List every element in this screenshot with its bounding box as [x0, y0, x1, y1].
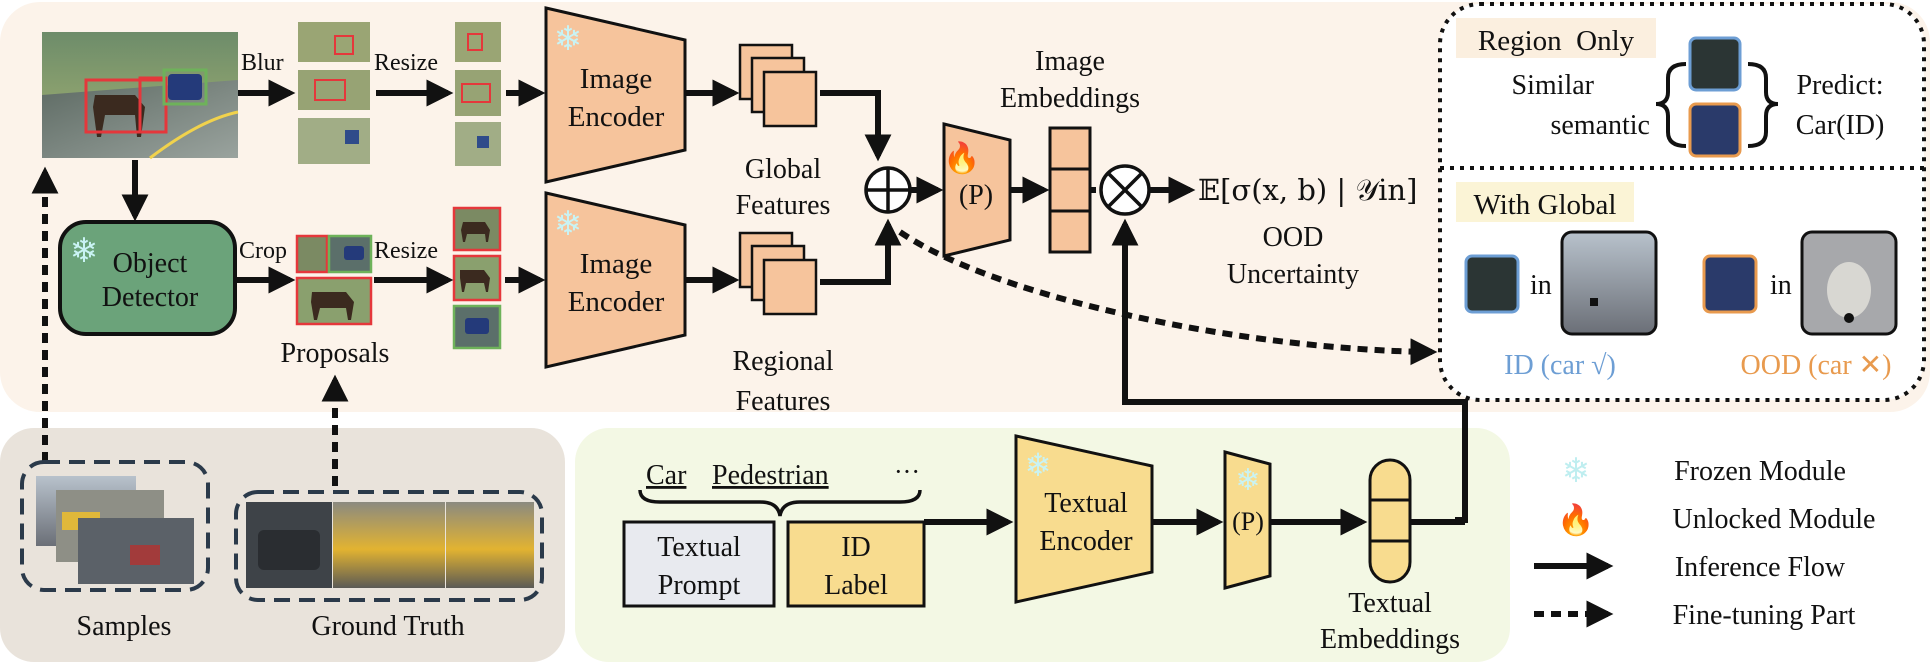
image-projector: 🔥 (P): [942, 122, 1012, 258]
object-detector-line2: Detector: [102, 282, 199, 313]
expectation-formula: 𝔼[σ(x, b) | 𝒴in]: [1198, 173, 1417, 207]
proposals-label: Proposals: [281, 338, 390, 369]
textual-prompt-line1: Textual: [657, 532, 741, 563]
similar-semantic-line1: Similar: [1512, 70, 1595, 101]
samples-group: [20, 460, 210, 592]
textual-encoder: ❄ Textual Encoder: [1014, 434, 1154, 604]
snowflake-icon: ❄: [70, 233, 99, 270]
finetune-arrows: [31, 166, 1438, 486]
blurred-images: [298, 22, 370, 164]
similar-semantic-line2: semantic: [1550, 110, 1650, 141]
resize-label-bottom: Resize: [374, 238, 438, 264]
class-names: Car Pedestrian ···: [638, 457, 922, 517]
image-embeddings-line1: Image: [1035, 46, 1105, 77]
text-projector-label: (P): [1232, 507, 1264, 536]
proposals-images: [295, 234, 373, 326]
textual-encoder-line1: Textual: [1044, 488, 1128, 519]
ood-caption: OOD (car ✕): [1741, 350, 1892, 381]
image-embeddings-line2: Embeddings: [1000, 83, 1140, 114]
global-features-line1: Global: [745, 154, 821, 185]
image-encoder-top-line2: Encoder: [568, 101, 665, 133]
resized-blurred-images: [455, 22, 501, 166]
id-label-box: ID Label: [786, 520, 926, 608]
in-label-1: in: [1530, 270, 1552, 301]
legend-inference: Inference Flow: [1675, 552, 1846, 583]
regional-features-line2: Features: [736, 386, 831, 417]
id-label-line2: Label: [824, 570, 888, 601]
textual-prompt-box: Textual Prompt: [622, 520, 776, 608]
textual-encoder-line2: Encoder: [1039, 526, 1133, 557]
regional-features-line1: Regional: [732, 346, 833, 377]
snowflake-icon: ❄: [554, 21, 583, 58]
object-detector-line1: Object: [113, 248, 188, 279]
id-label-line1: ID: [841, 532, 871, 563]
snowflake-icon: ❄: [1025, 447, 1052, 483]
legend-finetune: Fine-tuning Part: [1673, 600, 1856, 631]
textual-embeddings-line2: Embeddings: [1320, 624, 1460, 655]
snowflake-icon: ❄: [1235, 464, 1260, 497]
textual-embedding-vector: [1368, 458, 1412, 584]
region-only-title: Region Only: [1478, 25, 1635, 57]
image-embedding-vector: [1048, 126, 1092, 254]
ood-uncertainty-line2: Uncertainty: [1227, 259, 1359, 290]
textual-embeddings-line1: Textual: [1348, 588, 1432, 619]
legend: ❄ Frozen Module 🔥 Unlocked Module Infere…: [1534, 453, 1875, 631]
ground-truth-group: [234, 490, 544, 602]
global-feature-stack: [738, 43, 818, 128]
with-global-title: With Global: [1473, 189, 1616, 221]
samples-label: Samples: [77, 611, 172, 642]
blur-label: Blur: [241, 50, 284, 76]
comparison-panel: Region Only Similar semantic Predict: Ca…: [1438, 2, 1926, 402]
text-projector: ❄ (P): [1223, 450, 1272, 590]
class-more: ···: [894, 457, 920, 486]
resized-proposals: [452, 206, 502, 350]
ood-uncertainty-line1: OOD: [1263, 222, 1324, 253]
image-encoder-bottom: ❄ Image Encoder: [544, 191, 687, 369]
crop-label: Crop: [239, 238, 287, 264]
object-detector: Object Detector ❄: [58, 220, 237, 336]
fire-icon: 🔥: [943, 140, 980, 175]
input-image: [42, 32, 239, 160]
legend-frozen: Frozen Module: [1674, 456, 1846, 487]
class-pedestrian: Pedestrian: [712, 460, 829, 491]
global-features-line2: Features: [736, 190, 831, 221]
image-encoder-top: ❄ Image Encoder: [544, 6, 687, 184]
image-projector-label: (P): [959, 180, 993, 211]
fire-icon: 🔥: [1557, 502, 1594, 537]
image-encoder-bottom-line2: Encoder: [568, 286, 665, 318]
legend-unlocked: Unlocked Module: [1673, 504, 1876, 535]
id-caption: ID (car √): [1504, 350, 1616, 381]
class-car: Car: [646, 460, 687, 491]
resize-label-top: Resize: [374, 50, 438, 76]
predict-line1: Predict:: [1796, 70, 1883, 101]
sum-node: [864, 166, 912, 214]
image-encoder-top-line1: Image: [580, 63, 652, 95]
product-node: [1099, 164, 1151, 216]
image-encoder-bottom-line1: Image: [580, 248, 652, 280]
predict-line2: Car(ID): [1796, 110, 1885, 141]
snowflake-icon: ❄: [1562, 453, 1591, 490]
snowflake-icon: ❄: [554, 206, 583, 243]
ground-truth-label: Ground Truth: [311, 611, 464, 642]
regional-feature-stack: [738, 231, 818, 316]
textual-prompt-line2: Prompt: [658, 570, 741, 601]
in-label-2: in: [1770, 270, 1792, 301]
